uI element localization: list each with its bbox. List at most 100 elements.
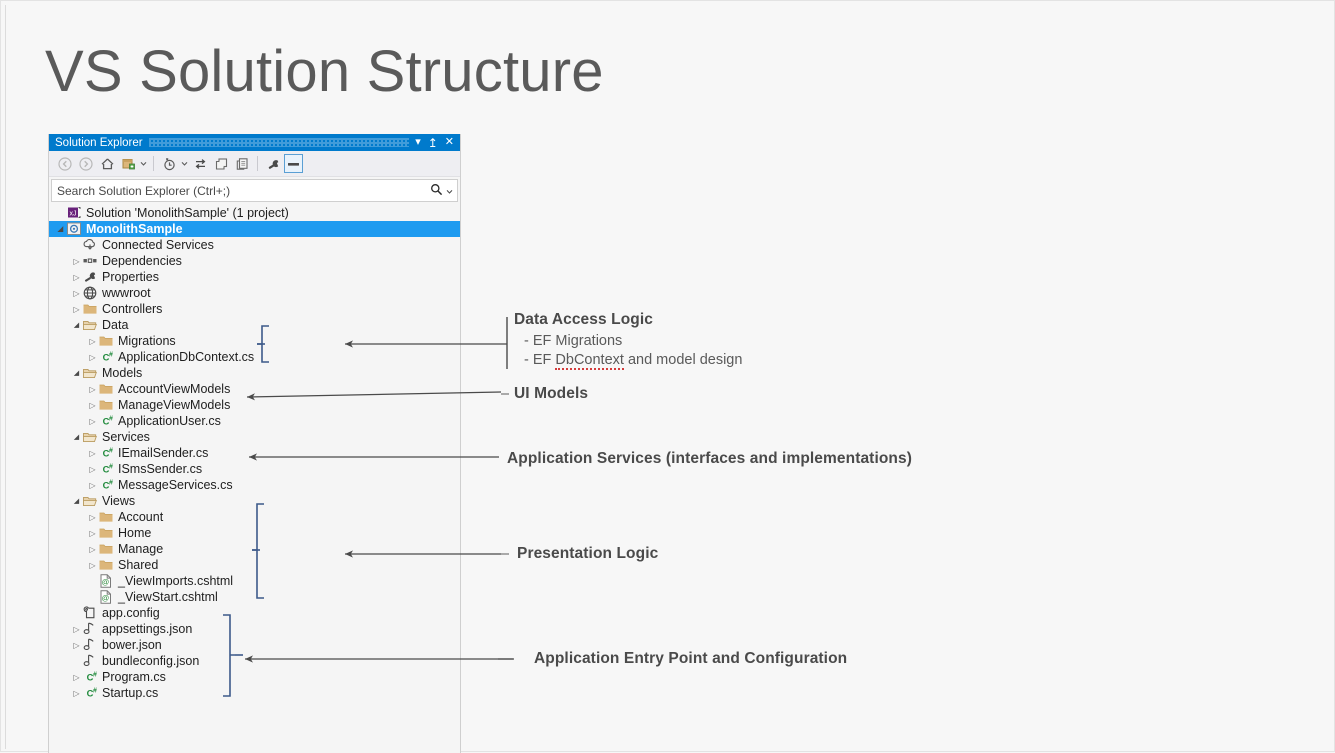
expander-expanded-icon[interactable]: ◢ <box>73 498 80 505</box>
tree-item-services[interactable]: ◢ Services <box>49 429 460 445</box>
annotation-title-application-services: Application Services (interfaces and imp… <box>507 450 912 467</box>
pending-changes-dropdown-icon[interactable] <box>180 154 189 174</box>
expander-collapsed-icon[interactable]: ▷ <box>73 688 80 698</box>
folder-closed-icon <box>98 541 114 557</box>
tree-item-dependencies[interactable]: ▷Dependencies <box>49 253 460 269</box>
window-menu-chevron-icon[interactable]: ▾ <box>415 136 421 148</box>
tree-item-home[interactable]: ▷Home <box>49 525 460 541</box>
tree-item-migrations[interactable]: ▷Migrations <box>49 333 460 349</box>
add-new-item-icon[interactable] <box>118 154 138 174</box>
tree-item-bower-json[interactable]: ▷bower.json <box>49 637 460 653</box>
tree-item-startup-cs[interactable]: ▷C#Startup.cs <box>49 685 460 701</box>
tree-item-connected-services[interactable]: Connected Services <box>49 237 460 253</box>
json-file-icon <box>82 621 98 637</box>
tree-item-applicationdbcontext-cs[interactable]: ▷C#ApplicationDbContext.cs <box>49 349 460 365</box>
solution-explorer-toolbar <box>49 151 460 177</box>
properties-wrench-icon[interactable] <box>263 154 283 174</box>
expander-collapsed-icon[interactable]: ▷ <box>89 384 96 394</box>
preview-selected-items-icon[interactable] <box>284 154 303 173</box>
pending-changes-filter-icon[interactable] <box>159 154 179 174</box>
tree-item-monolithsample[interactable]: ◢MonolithSample <box>49 221 460 237</box>
svg-text:C: C <box>103 464 110 475</box>
expander-collapsed-icon[interactable]: ▷ <box>73 288 80 298</box>
sync-with-active-document-icon[interactable] <box>190 154 210 174</box>
solution-icon: xJ <box>66 205 82 221</box>
tree-item-label: wwwroot <box>102 286 151 300</box>
tree-item-label: Services <box>102 430 150 444</box>
expander-collapsed-icon[interactable]: ▷ <box>89 560 96 570</box>
folder-open-icon <box>82 317 98 333</box>
tree-item-app-config[interactable]: app.config <box>49 605 460 621</box>
tree-item-label: Shared <box>118 558 159 572</box>
tree-item-shared[interactable]: ▷ Shared <box>49 557 460 573</box>
titlebar-drag-dots <box>148 134 410 151</box>
tree-item-viewstart-cshtml[interactable]: @_ViewStart.cshtml <box>49 589 460 605</box>
json-file-icon <box>82 637 98 653</box>
search-options-chevron-icon[interactable] <box>446 184 453 198</box>
tree-item-appsettings-json[interactable]: ▷appsettings.json <box>49 621 460 637</box>
expander-collapsed-icon[interactable]: ▷ <box>89 528 96 538</box>
annotation-title-presentation-logic: Presentation Logic <box>517 545 659 562</box>
expander-collapsed-icon[interactable]: ▷ <box>89 512 96 522</box>
tree-item-label: ManageViewModels <box>118 398 231 412</box>
folder-closed-icon <box>98 557 114 573</box>
tree-item-ismssender-cs[interactable]: ▷C#ISmsSender.cs <box>49 461 460 477</box>
search-solution-explorer-input[interactable]: Search Solution Explorer (Ctrl+;) <box>51 179 458 202</box>
back-icon[interactable] <box>55 154 75 174</box>
forward-icon[interactable] <box>76 154 96 174</box>
add-new-item-dropdown-icon[interactable] <box>139 154 148 174</box>
expander-collapsed-icon[interactable]: ▷ <box>89 544 96 554</box>
home-icon[interactable] <box>97 154 117 174</box>
search-magnifier-icon[interactable] <box>430 183 443 199</box>
expander-expanded-icon[interactable]: ◢ <box>73 370 80 377</box>
expander-collapsed-icon[interactable]: ▷ <box>73 272 80 282</box>
expander-collapsed-icon[interactable]: ▷ <box>73 624 80 634</box>
expander-expanded-icon[interactable]: ◢ <box>73 322 80 329</box>
solution-explorer-title: Solution Explorer <box>55 136 143 149</box>
expander-collapsed-icon[interactable]: ▷ <box>89 464 96 474</box>
auto-hide-pin-icon[interactable]: ↥ <box>427 135 438 150</box>
collapse-all-icon[interactable] <box>211 154 231 174</box>
expander-collapsed-icon[interactable]: ▷ <box>73 304 80 314</box>
expander-collapsed-icon[interactable]: ▷ <box>73 256 80 266</box>
expander-expanded-icon[interactable]: ◢ <box>73 434 80 441</box>
expander-collapsed-icon[interactable]: ▷ <box>89 416 96 426</box>
tree-item-models[interactable]: ◢Models <box>49 365 460 381</box>
annotation-title-application-entry-point: Application Entry Point and Configuratio… <box>534 650 848 667</box>
tree-item-messageservices-cs[interactable]: ▷C#MessageServices.cs <box>49 477 460 493</box>
expander-expanded-icon[interactable]: ◢ <box>57 226 64 233</box>
tree-item-account[interactable]: ▷Account <box>49 509 460 525</box>
tree-item-iemailsender-cs[interactable]: ▷C#IEmailSender.cs <box>49 445 460 461</box>
tree-item-bundleconfig-json[interactable]: bundleconfig.json <box>49 653 460 669</box>
tree-item-program-cs[interactable]: ▷C#Program.cs <box>49 669 460 685</box>
tree-item-manage[interactable]: ▷Manage <box>49 541 460 557</box>
tree-item-wwwroot[interactable]: ▷ wwwroot <box>49 285 460 301</box>
tree-item-label: ApplicationDbContext.cs <box>118 350 255 364</box>
tree-item-applicationuser-cs[interactable]: ▷C#ApplicationUser.cs <box>49 413 460 429</box>
tree-item-accountviewmodels[interactable]: ▷AccountViewModels <box>49 381 460 397</box>
expander-collapsed-icon[interactable]: ▷ <box>73 640 80 650</box>
svg-text:C: C <box>103 352 110 363</box>
expander-collapsed-icon[interactable]: ▷ <box>89 480 96 490</box>
search-placeholder: Search Solution Explorer (Ctrl+;) <box>57 183 231 198</box>
svg-text:C: C <box>103 448 110 459</box>
expander-collapsed-icon[interactable]: ▷ <box>89 400 96 410</box>
close-icon[interactable]: ✕ <box>444 136 454 148</box>
tree-item-controllers[interactable]: ▷Controllers <box>49 301 460 317</box>
expander-collapsed-icon[interactable]: ▷ <box>89 448 96 458</box>
tree-item-manageviewmodels[interactable]: ▷ ManageViewModels <box>49 397 460 413</box>
tree-item-data[interactable]: ◢Data <box>49 317 460 333</box>
tree-item-viewimports-cshtml[interactable]: @_ViewImports.cshtml <box>49 573 460 589</box>
project-icon <box>66 221 82 237</box>
tree-item-views[interactable]: ◢Views <box>49 493 460 509</box>
show-all-files-icon[interactable] <box>232 154 252 174</box>
properties-wrench-icon <box>82 269 98 285</box>
tree-item-label: IEmailSender.cs <box>118 446 209 460</box>
tree-item-properties[interactable]: ▷Properties <box>49 269 460 285</box>
expander-collapsed-icon[interactable]: ▷ <box>89 336 96 346</box>
expander-collapsed-icon[interactable]: ▷ <box>89 352 96 362</box>
expander-collapsed-icon[interactable]: ▷ <box>73 672 80 682</box>
folder-closed-icon <box>98 525 114 541</box>
